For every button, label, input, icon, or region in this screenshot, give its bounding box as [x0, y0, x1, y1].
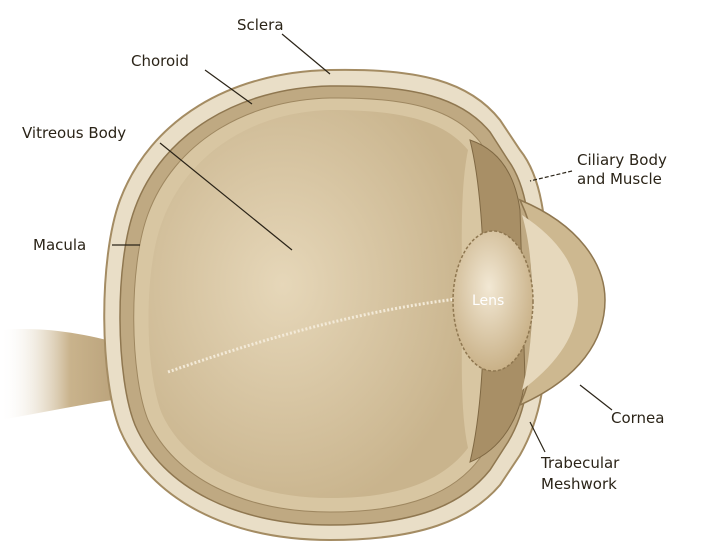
- label-sclera: Sclera: [237, 16, 284, 34]
- label-trabecular-line1: Trabecular: [540, 454, 620, 472]
- leader-cornea: [580, 385, 612, 410]
- label-macula: Macula: [33, 236, 86, 254]
- label-choroid: Choroid: [131, 52, 189, 70]
- leader-sclera: [282, 34, 330, 74]
- label-ciliary-body-line1: Ciliary Body: [577, 151, 667, 169]
- label-lens: Lens: [472, 293, 504, 309]
- label-vitreous-body: Vitreous Body: [22, 124, 126, 142]
- label-trabecular-line2: Meshwork: [541, 475, 617, 493]
- leader-trabecular: [530, 422, 545, 452]
- leader-ciliary: [530, 171, 572, 181]
- label-cornea: Cornea: [611, 409, 664, 427]
- label-ciliary-body-line2: and Muscle: [577, 170, 662, 188]
